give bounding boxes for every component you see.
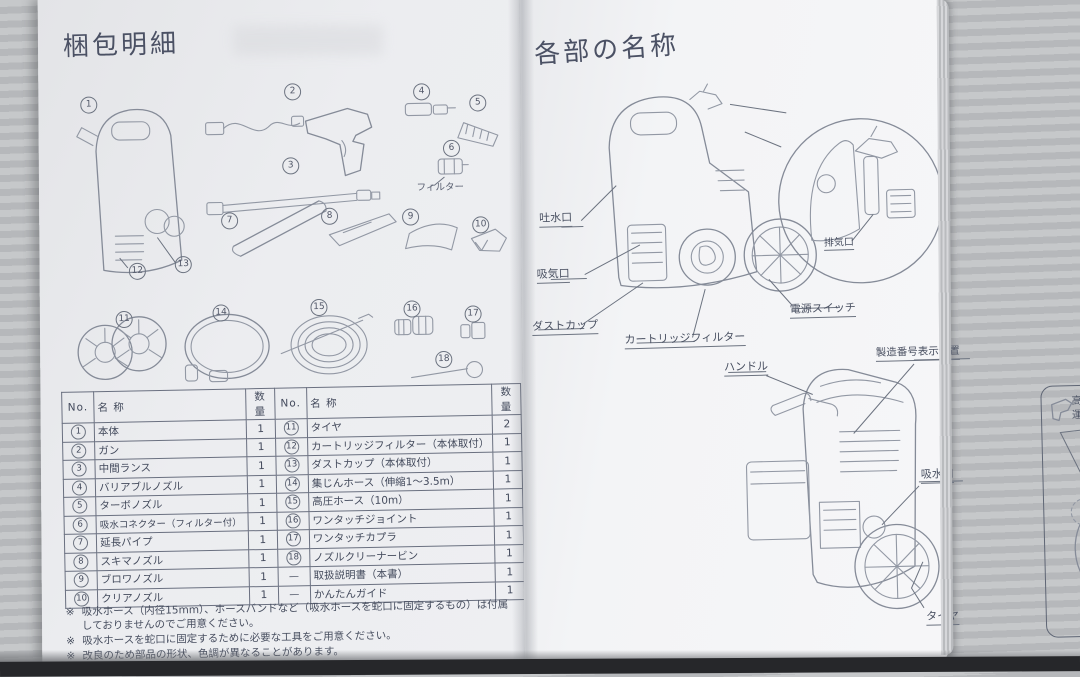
intake-label: 吸気口 xyxy=(536,264,570,284)
row-qty: 1 xyxy=(246,437,276,457)
row-no: 1 xyxy=(70,424,87,440)
row-no: 13 xyxy=(284,457,300,473)
row-qty: 1 xyxy=(246,456,276,476)
row-no: 16 xyxy=(285,513,301,529)
row-no: 3 xyxy=(71,461,87,477)
header-qty: 数量 xyxy=(245,388,275,420)
packing-list-table: No. 名 称 数量 No. 名 称 数量 1 本体 1 11 タイヤ 2 2 … xyxy=(61,383,525,609)
header-no: No. xyxy=(61,391,95,424)
left-page-title: 梱包明細 xyxy=(62,29,180,63)
right-page: 各部の名称 xyxy=(517,0,1080,664)
spray-gun-icon xyxy=(1051,398,1073,422)
row-no: 12 xyxy=(283,439,300,455)
row-qty: 1 xyxy=(248,530,278,550)
row-qty: 1 xyxy=(247,474,277,494)
row-no: 9 xyxy=(73,572,89,588)
packing-parts-lineart xyxy=(76,102,507,383)
spout-label: 吐水口 xyxy=(538,208,573,228)
packing-parts-illustration: 1 2 3 4 5 6 7 8 9 10 11 12 13 14 15 16 1… xyxy=(55,80,520,387)
handle-label: ハンドル xyxy=(723,357,769,377)
row-no: 4 xyxy=(71,480,88,496)
row-no: 17 xyxy=(285,531,301,547)
row-no: 15 xyxy=(284,494,301,510)
row-no: 11 xyxy=(283,420,299,436)
header-no: No. xyxy=(274,387,308,420)
note-mark: ※ xyxy=(65,606,75,619)
high-pressure-mode-label: 高圧洗浄機能 運転 xyxy=(1071,393,1080,423)
row-qty: 1 xyxy=(248,548,278,568)
row-no: — xyxy=(288,571,300,583)
row-qty: 1 xyxy=(246,419,276,439)
right-page-title: 各部の名称 xyxy=(533,30,681,71)
filter-label: フィルター xyxy=(416,181,465,194)
front-view-diagram: 吐水口 吸気口 ダストカップ カートリッジフィルター 電源スイッチ 排気口 xyxy=(517,68,949,370)
switch-dial-panel: 高圧洗浄機能 運転 集じん機能／ ブロワー機能 運転 OFF スイッチ xyxy=(1040,381,1080,638)
mode1-line2: 運転 xyxy=(1071,408,1080,422)
dust-cup-label: ダストカップ xyxy=(531,316,599,337)
header-name: 名 称 xyxy=(306,384,493,419)
row-no: 18 xyxy=(285,550,302,566)
power-switch-label: 電源スイッチ xyxy=(789,298,857,319)
left-page: 梱包明細 xyxy=(37,0,525,668)
row-no: 14 xyxy=(284,476,300,492)
row-no: 8 xyxy=(73,554,89,570)
switch-dial-lineart xyxy=(1051,398,1080,607)
row-no: 7 xyxy=(72,535,89,551)
ink-bleed-through xyxy=(232,24,384,56)
exhaust-label: 排気口 xyxy=(823,232,855,251)
row-qty: 1 xyxy=(247,511,278,531)
header-name: 名 称 xyxy=(93,388,247,423)
row-no: 2 xyxy=(71,443,87,459)
row-no: 6 xyxy=(72,517,88,533)
note-mark: ※ xyxy=(66,635,76,648)
mode1-line1: 高圧洗浄機能 xyxy=(1071,393,1080,408)
book-gutter xyxy=(507,0,539,664)
row-no: 5 xyxy=(72,498,88,514)
manual-open-book: 梱包明細 xyxy=(37,0,1080,668)
row-no: — xyxy=(289,589,300,601)
row-qty: 1 xyxy=(247,493,277,513)
row-qty: 1 xyxy=(248,567,279,587)
